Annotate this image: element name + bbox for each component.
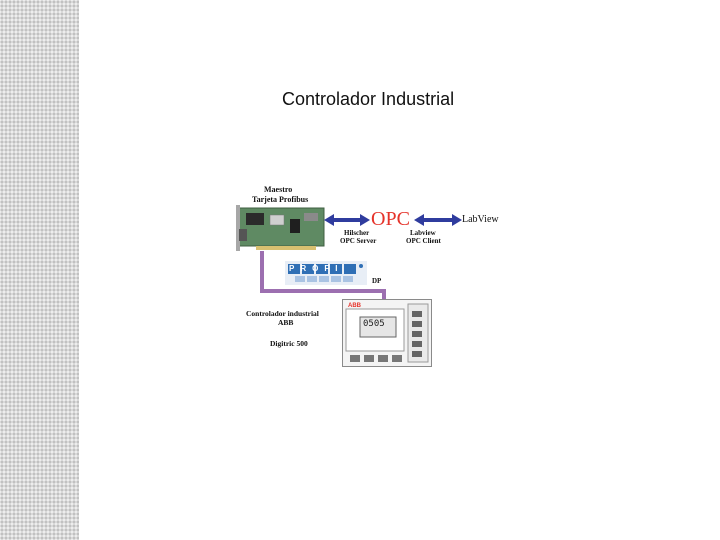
network-diagram: Maestro Tarjeta Profibus OPC LabView Hil… (236, 183, 516, 369)
dp-label: DP (372, 277, 381, 285)
decorative-side-strip (0, 0, 79, 540)
device-display-readout: 0505 (363, 319, 385, 329)
controller-label-line2: ABB (278, 318, 293, 327)
profibus-logo-text: PROFI (289, 264, 343, 273)
controller-label-line1: Controlador industrial (246, 309, 319, 318)
device-brand-label: ABB (348, 303, 361, 309)
slide-title: Controlador Industrial (282, 89, 454, 110)
controller-model-label: Digitric 500 (270, 339, 308, 348)
abb-controller-device-image (342, 299, 432, 367)
